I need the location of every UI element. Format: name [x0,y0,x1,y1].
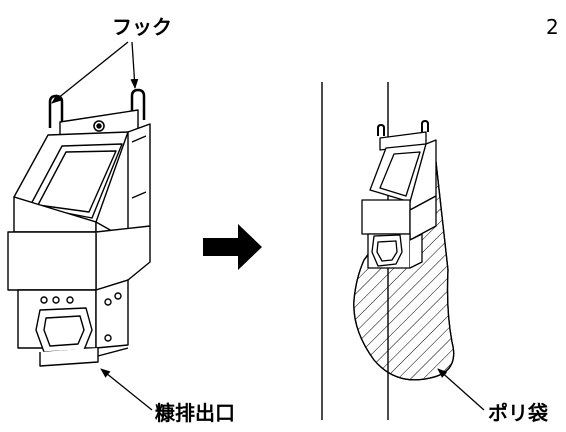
poly-bag-leader [437,368,485,411]
bran-outlet-label: 糠排出口 [154,401,235,425]
poly-bag-label: ポリ袋 [488,401,549,425]
hook-leaders [51,41,139,104]
right-arrow-icon [203,224,262,270]
bran-outlet-leader [100,368,153,411]
page-number: 2 [546,15,559,39]
hook-label: フック [112,15,172,39]
machine-with-bag [353,120,455,381]
machine-left [7,88,151,367]
hook-left [48,94,64,128]
hook-right [130,88,146,120]
